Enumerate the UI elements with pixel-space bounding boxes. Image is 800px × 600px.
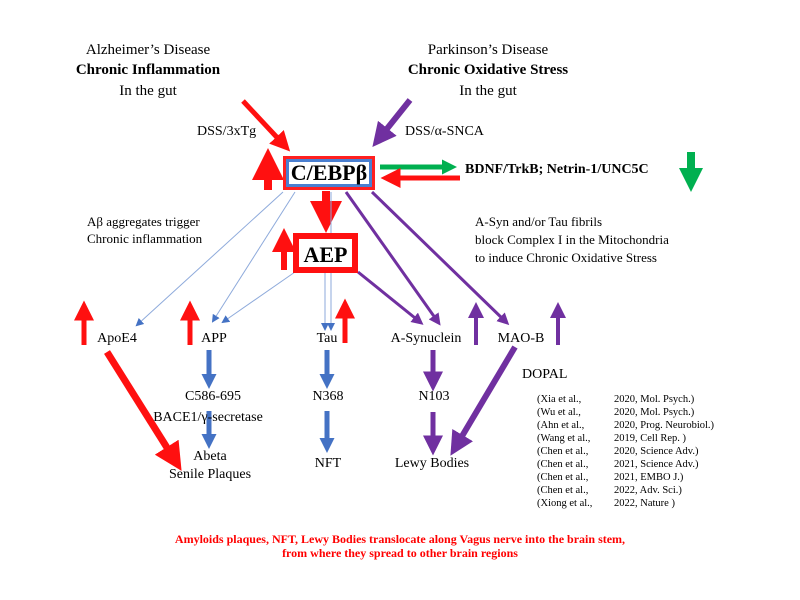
- reference-item: (Xia et al., 2020, Mol. Psych.): [537, 393, 714, 406]
- reference-item: (Xiong et al., 2022, Nature ): [537, 497, 714, 510]
- aep-to-app-line: [221, 271, 296, 324]
- asyn-fragment-label: N103: [418, 389, 450, 404]
- pd-disease-label: Parkinson’s Disease: [427, 42, 549, 58]
- asyn-note-line-2: block Complex I in the Mitochondria: [475, 232, 669, 247]
- pd-inflow-arrow: [372, 98, 413, 148]
- reference-author: (Ahn et al.,: [537, 420, 585, 431]
- secretase-label: BACE1/γ-secretase: [153, 410, 263, 425]
- reference-citation: 2020, Mol. Psych.): [614, 407, 695, 418]
- reference-author: (Wang et al.,: [537, 433, 591, 444]
- reference-citation: 2019, Cell Rep. ): [614, 433, 687, 444]
- asyn-note-line-3: to induce Chronic Oxidative Stress: [475, 250, 657, 265]
- reference-item: (Chen et al., 2022, Adv. Sci.): [537, 484, 714, 497]
- cebpb-to-asyn-arrow: [344, 191, 441, 326]
- aep-label: AEP: [303, 242, 348, 267]
- target-asyn: A-Synuclein: [390, 331, 462, 346]
- ad-condition-label: Chronic Inflammation: [75, 62, 221, 78]
- ad-location-label: In the gut: [119, 83, 177, 99]
- reference-author: (Wu et al.,: [537, 407, 581, 418]
- reference-item: (Chen et al., 2021, Science Adv.): [537, 458, 714, 471]
- abeta-outcome-line-1: Abeta: [193, 449, 227, 464]
- reference-citation: 2020, Prog. Neurobiol.): [614, 420, 715, 431]
- reference-citation: 2020, Science Adv.): [614, 446, 699, 457]
- reference-citation: 2021, EMBO J.): [614, 472, 684, 483]
- target-tau: Tau: [316, 331, 338, 346]
- ad-model-label: DSS/3xTg: [197, 124, 257, 139]
- tau-fragment-label: N368: [312, 389, 344, 404]
- reference-item: (Wu et al., 2020, Mol. Psych.): [537, 406, 714, 419]
- reference-author: (Chen et al.,: [537, 446, 589, 457]
- reference-citation: 2022, Nature ): [614, 498, 675, 509]
- pd-model-label: DSS/α-SNCA: [405, 124, 484, 139]
- target-maob: MAO-B: [497, 331, 545, 346]
- aep-node: AEP: [293, 233, 358, 273]
- reference-citation: 2022, Adv. Sci.): [614, 485, 682, 496]
- abeta-note-line-1: Aβ aggregates trigger: [87, 214, 200, 229]
- neurotrophic-label: BDNF/TrkB; Netrin-1/UNC5C: [465, 162, 649, 177]
- target-apoe4: ApoE4: [97, 331, 137, 346]
- ad-inflow-arrow: [241, 99, 291, 152]
- reference-author: (Chen et al.,: [537, 472, 589, 483]
- reference-author: (Xiong et al.,: [537, 498, 593, 509]
- reference-author: (Xia et al.,: [537, 394, 582, 405]
- reference-item: (Chen et al., 2020, Science Adv.): [537, 445, 714, 458]
- lewy-outcome: Lewy Bodies: [394, 456, 470, 471]
- target-app: APP: [201, 331, 227, 346]
- cebpb-node: C/EBPβ: [283, 156, 375, 190]
- cebpb-to-apoe4-line: [135, 191, 284, 327]
- reference-author: (Chen et al.,: [537, 485, 589, 496]
- aep-to-asyn-arrow: [357, 270, 424, 325]
- abeta-note-line-2: Chronic inflammation: [87, 231, 203, 246]
- cebpb-to-app-line: [211, 191, 296, 323]
- pd-condition-label: Chronic Oxidative Stress: [407, 62, 569, 78]
- reference-list: (Xia et al.,2020, Mol. Psych.)(Wu et al.…: [537, 393, 714, 510]
- reference-citation: 2021, Science Adv.): [614, 459, 699, 470]
- app-fragment-label: C586-695: [185, 389, 241, 404]
- maob-to-lewy-arrow: [450, 345, 518, 456]
- nft-outcome: NFT: [314, 456, 342, 471]
- ad-disease-label: Alzheimer’s Disease: [85, 42, 211, 58]
- footer-line-2: from where they spread to other brain re…: [282, 546, 518, 560]
- abeta-outcome-line-2: Senile Plaques: [168, 467, 252, 482]
- cebpb-label: C/EBPβ: [290, 160, 368, 185]
- cebpb-to-maob-arrow: [370, 190, 510, 326]
- reference-author: (Chen et al.,: [537, 459, 589, 470]
- apoe4-to-abeta-arrow: [104, 350, 182, 471]
- dopal-label: DOPAL: [522, 367, 568, 382]
- reference-citation: 2020, Mol. Psych.): [614, 394, 695, 405]
- footer-line-1: Amyloids plaques, NFT, Lewy Bodies trans…: [174, 532, 626, 546]
- reference-item: (Ahn et al., 2020, Prog. Neurobiol.): [537, 419, 714, 432]
- reference-item: (Chen et al., 2021, EMBO J.): [537, 471, 714, 484]
- asyn-note-line-1: A-Syn and/or Tau fibrils: [475, 214, 603, 229]
- pd-location-label: In the gut: [459, 83, 517, 99]
- reference-item: (Wang et al., 2019, Cell Rep. ): [537, 432, 714, 445]
